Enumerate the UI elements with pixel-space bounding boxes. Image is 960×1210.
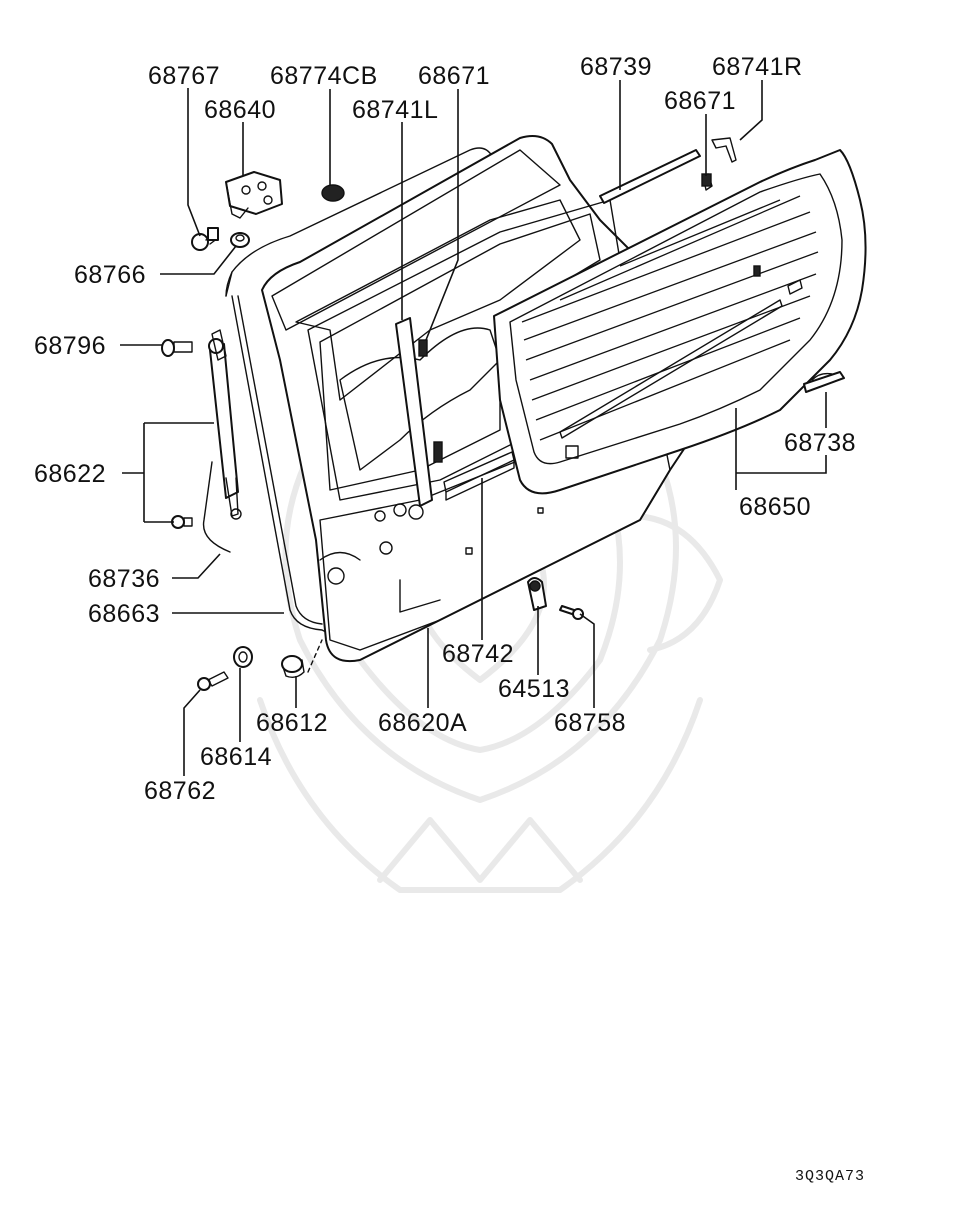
leader-68766 — [160, 245, 237, 275]
part-label-68741L[interactable]: 68741L — [352, 96, 438, 124]
part-label-68766[interactable]: 68766 — [74, 261, 146, 289]
leader-68736 — [172, 553, 221, 579]
leader-lines — [120, 80, 827, 776]
leader-68671-a — [425, 89, 459, 341]
part-label-68622[interactable]: 68622 — [34, 460, 106, 488]
leader-68762 — [183, 689, 201, 776]
tailgate-assembly-artwork — [161, 135, 867, 691]
part-label-68736[interactable]: 68736 — [88, 565, 160, 593]
part-label-68650[interactable]: 68650 — [739, 493, 811, 521]
part-label-68614[interactable]: 68614 — [200, 743, 272, 771]
part-label-68741R[interactable]: 68741R — [712, 53, 803, 81]
part-label-68742[interactable]: 68742 — [442, 640, 514, 668]
part-label-68640[interactable]: 68640 — [204, 96, 276, 124]
part-label-68671-right[interactable]: 68671 — [664, 87, 736, 115]
part-label-68758[interactable]: 68758 — [554, 709, 626, 737]
part-label-68796[interactable]: 68796 — [34, 332, 106, 360]
figure-code: 3Q3QA73 — [795, 1168, 865, 1185]
part-label-68762[interactable]: 68762 — [144, 777, 216, 805]
leader-68741R — [739, 80, 763, 141]
part-label-68774CB[interactable]: 68774CB — [270, 62, 378, 90]
part-label-68620A[interactable]: 68620A — [378, 709, 467, 737]
part-label-68767[interactable]: 68767 — [148, 62, 220, 90]
part-label-68739[interactable]: 68739 — [580, 53, 652, 81]
leader-68767 — [187, 88, 201, 237]
leader-68758 — [579, 613, 595, 708]
leader-68650 — [735, 408, 827, 490]
part-label-68671-top[interactable]: 68671 — [418, 62, 490, 90]
part-label-68663[interactable]: 68663 — [88, 600, 160, 628]
part-label-64513[interactable]: 64513 — [498, 675, 570, 703]
leader-68622 — [122, 422, 214, 523]
part-labels: 68767 68774CB 68671 68739 68741R 68640 6… — [34, 53, 865, 1185]
part-label-68738[interactable]: 68738 — [784, 429, 856, 457]
part-label-68612[interactable]: 68612 — [256, 709, 328, 737]
